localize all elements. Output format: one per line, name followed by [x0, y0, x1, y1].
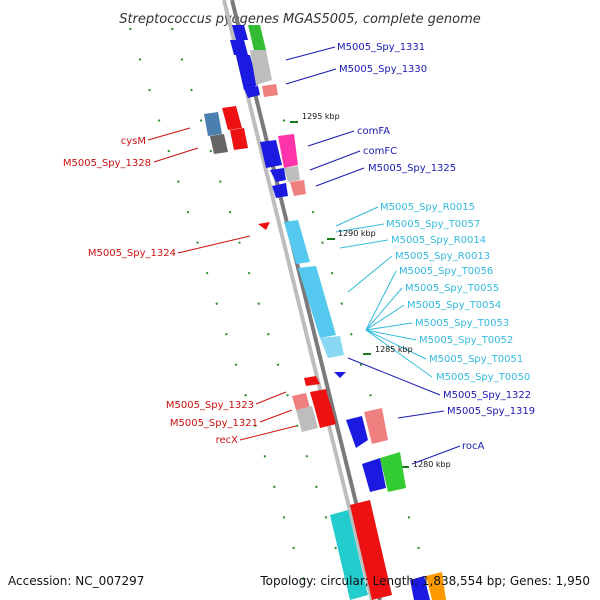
gene-arrow — [330, 510, 368, 600]
gene-arrow — [320, 336, 344, 358]
gene-arrow — [296, 406, 318, 432]
gene-arrow — [262, 84, 278, 97]
gene-label: M5005_Spy_R0013 — [395, 251, 490, 262]
gene-label: M5005_Spy_T0056 — [399, 266, 493, 277]
gene-arrow — [284, 166, 300, 182]
gene-arrow — [236, 55, 258, 90]
genome-summary-text: Topology: circular; Length: 1,838,554 bp… — [259, 574, 590, 588]
gene-label: M5005_Spy_1325 — [368, 163, 456, 174]
gene-arrow — [272, 183, 288, 198]
gene-arrow — [258, 222, 270, 230]
map-title: Streptococcus pyogenes MGAS5005, complet… — [119, 12, 481, 27]
gene-label: M5005_Spy_1322 — [443, 390, 531, 401]
scale-labels: 1295 kbp 1290 kbp 1285 kbp 1280 kbp — [302, 112, 451, 469]
gene-arrow — [248, 25, 266, 50]
gene-arrow — [222, 106, 242, 130]
gene-arrow — [250, 50, 272, 85]
rna-labels: M5005_Spy_R0015 M5005_Spy_T0057 M5005_Sp… — [380, 202, 530, 383]
forward-features — [230, 25, 446, 600]
track-guides — [129, 27, 436, 600]
gene-arrow — [380, 452, 406, 492]
gene-arrow — [410, 576, 430, 600]
gene-arrow — [204, 112, 222, 136]
gene-arrow — [210, 134, 228, 154]
genome-backbone — [222, 0, 382, 600]
leader-lines — [147, 46, 461, 465]
gene-arrow — [350, 500, 392, 600]
gene-arrow — [304, 376, 320, 386]
gene-label: M5005_Spy_T0050 — [436, 372, 530, 383]
gene-label: M5005_Spy_1328 — [63, 158, 151, 169]
gene-label: M5005_Spy_R0015 — [380, 202, 475, 213]
scale-tick-label: 1285 kbp — [375, 345, 413, 354]
gene-label: cysM — [121, 136, 146, 147]
gene-arrow — [232, 25, 248, 40]
gene-arrow — [426, 572, 446, 600]
gene-arrow — [314, 402, 336, 428]
gene-label: rocA — [462, 441, 485, 452]
gene-arrow — [284, 220, 310, 264]
gene-arrow — [298, 266, 336, 338]
reverse-features — [204, 106, 346, 432]
accession-text: Accession: NC_007297 — [8, 574, 144, 588]
gene-label: M5005_Spy_R0014 — [391, 235, 486, 246]
gene-arrow — [362, 458, 386, 492]
gene-label: M5005_Spy_1324 — [88, 248, 176, 259]
gene-label: M5005_Spy_1331 — [337, 42, 425, 53]
gene-label: M5005_Spy_T0054 — [407, 300, 501, 311]
gene-arrow — [290, 180, 306, 196]
gene-label: M5005_Spy_1319 — [447, 406, 535, 417]
gene-arrow — [346, 416, 368, 448]
gene-label: recX — [216, 435, 239, 446]
reverse-labels: cysM M5005_Spy_1328 M5005_Spy_1324 M5005… — [63, 136, 258, 446]
gene-label: M5005_Spy_1323 — [166, 400, 254, 411]
gene-label: M5005_Spy_1330 — [339, 64, 427, 75]
scale-tick-label: 1280 kbp — [413, 460, 451, 469]
gene-arrow — [270, 168, 286, 182]
gene-label: M5005_Spy_T0053 — [415, 318, 509, 329]
gene-label: comFA — [357, 126, 390, 137]
gene-arrow — [364, 408, 388, 444]
lower-forward-labels: M5005_Spy_1322 M5005_Spy_1319 rocA — [443, 390, 535, 452]
gene-arrow — [260, 140, 282, 168]
gene-arrow — [292, 393, 310, 410]
forward-labels: M5005_Spy_1331 M5005_Spy_1330 comFA comF… — [337, 42, 456, 174]
gene-label: M5005_Spy_T0057 — [386, 219, 480, 230]
scale-tick-label: 1290 kbp — [338, 229, 376, 238]
gene-label: M5005_Spy_T0055 — [405, 283, 499, 294]
gene-label: M5005_Spy_T0051 — [429, 354, 523, 365]
gene-arrow — [334, 372, 346, 378]
gene-arrow — [310, 389, 330, 406]
gene-arrow — [278, 134, 298, 168]
gene-arrow — [230, 40, 248, 55]
gene-arrow — [244, 86, 260, 98]
gene-label: M5005_Spy_1321 — [170, 418, 258, 429]
gene-label: comFC — [363, 146, 397, 157]
scale-tick-label: 1295 kbp — [302, 112, 340, 121]
gene-label: M5005_Spy_T0052 — [419, 335, 513, 346]
gene-arrow — [230, 128, 248, 150]
